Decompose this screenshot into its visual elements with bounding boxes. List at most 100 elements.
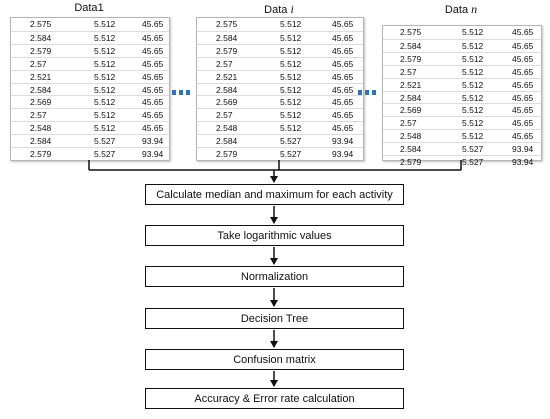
table-row: 2.584 5.527 93.94 [197,134,363,147]
table-cell: 2.584 [400,144,422,155]
ellipsis-dots-left [172,90,192,96]
table-cell: 5.512 [462,105,484,116]
table-cell: 2.57 [400,118,417,129]
table-row: 2.584 5.512 45.65 [383,90,541,104]
table-cell: 2.579 [30,45,52,56]
table-row: 2.584 5.527 93.94 [383,142,541,155]
step-confusion-matrix: Confusion matrix [145,349,404,370]
table-cell: 93.94 [332,136,354,147]
table-cell: 45.65 [332,19,354,29]
table-cell: 2.575 [30,19,52,29]
table-cell: 2.57 [216,58,233,69]
table-cell: 45.65 [142,97,164,108]
table-cell: 93.94 [142,149,164,159]
table-cell: 45.65 [512,27,534,37]
table-cell: 45.65 [332,58,354,69]
dataset-title-prefix: Data [444,4,472,16]
table-cell: 93.94 [512,144,534,155]
table-cell: 2.584 [30,84,52,95]
table-cell: 45.65 [512,40,534,51]
table-cell: 45.65 [142,71,164,82]
table-cell: 5.512 [280,84,302,95]
table-row: 2.57 5.512 45.65 [383,116,541,129]
table-cell: 2.584 [400,40,422,51]
table-cell: 2.569 [216,97,238,108]
dataset-title-n: Data n [382,2,540,17]
table-cell: 2.548 [400,131,422,142]
table-cell: 2.57 [30,58,47,69]
table-cell: 2.584 [216,136,238,147]
table-cell: 5.512 [280,19,302,29]
table-cell: 2.579 [30,149,52,159]
table-cell: 5.512 [280,110,302,121]
table-cell: 45.65 [142,19,164,29]
table-cell: 2.57 [216,110,233,121]
ellipsis-dot [372,90,376,95]
table-cell: 2.569 [400,105,422,116]
table-cell: 45.65 [332,110,354,121]
table-cell: 2.548 [216,123,238,134]
table-cell: 2.579 [216,45,238,56]
table-cell: 5.527 [462,157,484,167]
table-cell: 45.65 [512,92,534,103]
table-cell: 5.512 [462,118,484,129]
table-cell: 5.512 [280,58,302,69]
table-cell: 5.512 [280,71,302,82]
table-cell: 5.512 [94,19,116,29]
table-cell: 5.512 [462,66,484,77]
table-cell: 45.65 [142,84,164,95]
table-cell: 5.512 [94,110,116,121]
table-cell: 2.584 [30,32,52,43]
step-median-maximum: Calculate median and maximum for each ac… [145,184,404,205]
table-cell: 2.521 [30,71,52,82]
table-cell: 45.65 [512,131,534,142]
dataset-title-var: 1 [97,2,104,14]
table-cell: 45.65 [142,123,164,134]
table-cell: 45.65 [512,118,534,129]
table-cell: 2.579 [400,53,422,64]
table-cell: 5.512 [462,92,484,103]
ellipsis-dot [365,90,369,95]
ellipsis-dots-right [358,90,378,96]
table-cell: 5.512 [94,45,116,56]
table-cell: 2.584 [400,92,422,103]
table-cell: 5.527 [462,144,484,155]
table-cell: 5.512 [94,97,116,108]
table-row: 2.579 5.527 93.94 [383,155,541,168]
table-cell: 2.575 [400,27,422,37]
table-row: 2.521 5.512 45.65 [11,69,169,83]
table-cell: 5.512 [280,32,302,43]
dataset-title-prefix: Data [74,2,98,14]
table-row: 2.57 5.512 45.65 [197,108,363,121]
table-cell: 93.94 [512,157,534,167]
step-normalization: Normalization [145,266,404,287]
ellipsis-dot [179,90,183,95]
table-cell: 2.57 [30,110,47,121]
table-cell: 2.579 [400,157,422,167]
table-cell: 2.57 [400,66,417,77]
table-cell: 5.512 [280,123,302,134]
table-cell: 45.65 [332,123,354,134]
table-cell: 45.65 [142,110,164,121]
table-cell: 5.512 [94,71,116,82]
table-cell: 45.65 [332,45,354,56]
table-row: 2.57 5.512 45.65 [11,108,169,121]
table-cell: 5.512 [280,45,302,56]
table-cell: 5.527 [280,136,302,147]
table-cell: 2.579 [216,149,238,159]
table-cell: 2.584 [216,32,238,43]
